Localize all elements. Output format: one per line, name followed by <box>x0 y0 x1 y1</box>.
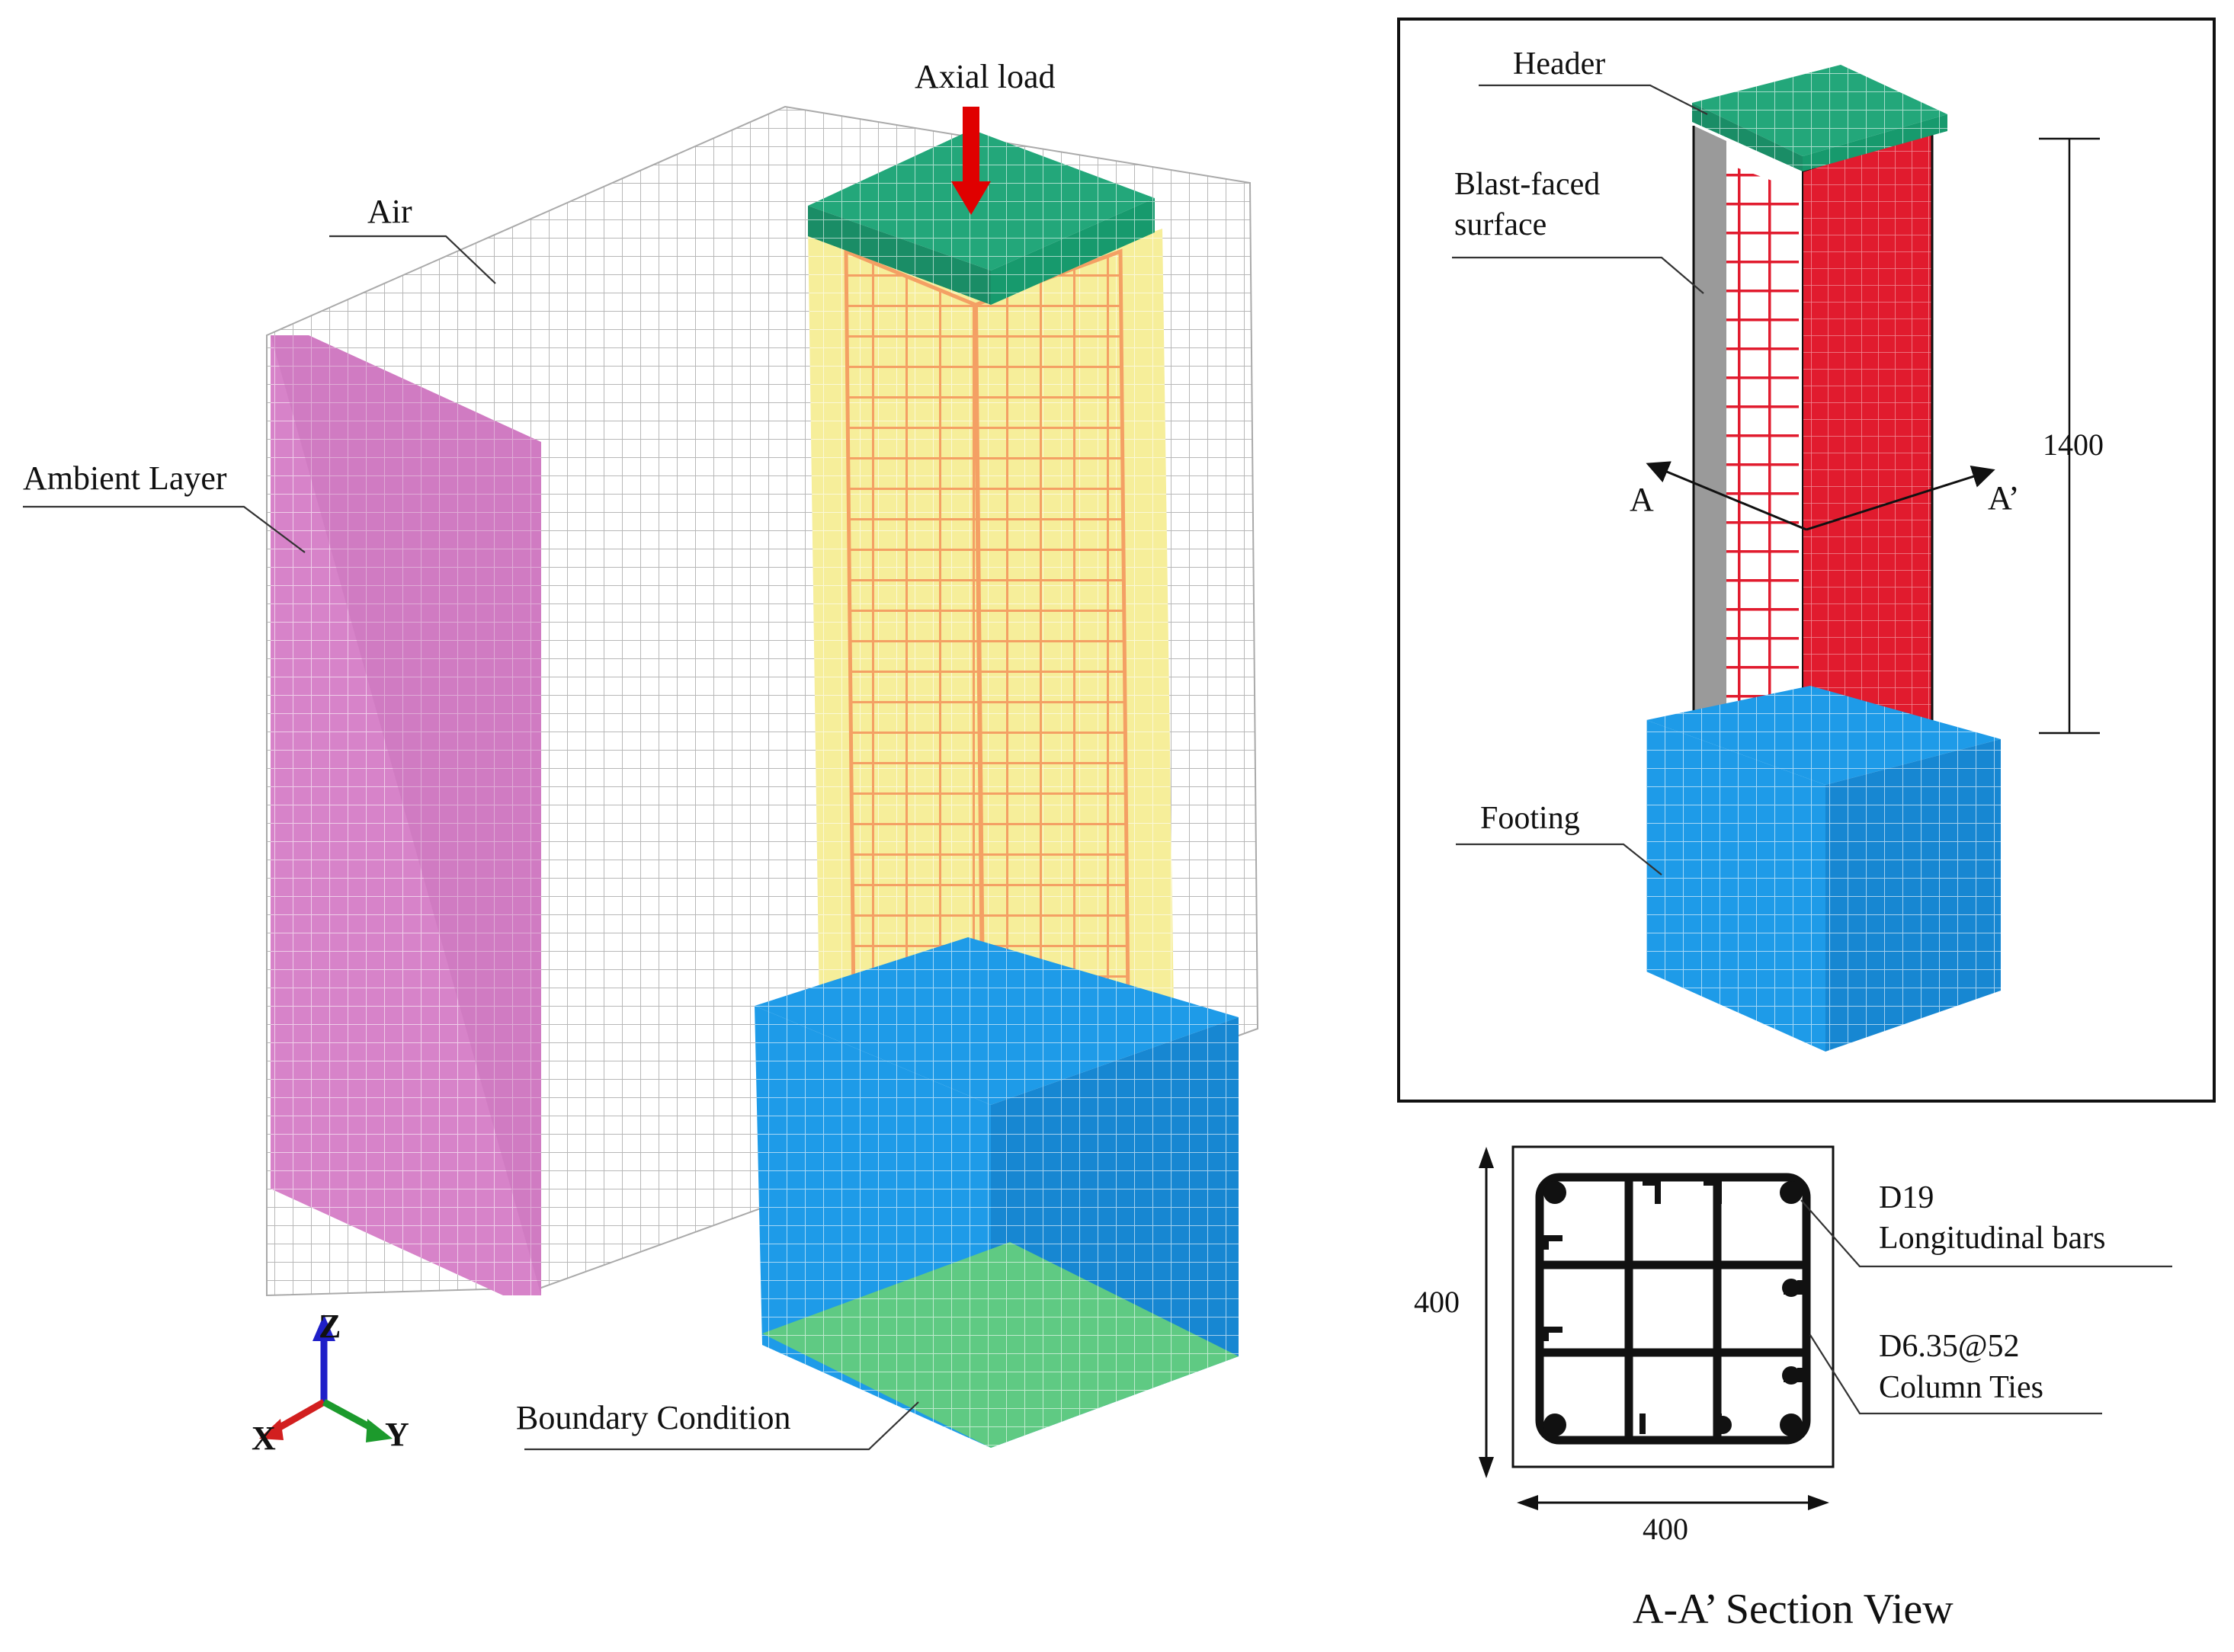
section-width-value: 400 <box>1643 1512 1688 1546</box>
blast-faced-surface <box>1694 126 1726 735</box>
header-label: Header <box>1513 46 1605 82</box>
inset-panel: 1400 A A’ Header Blast-faced surface Foo… <box>1397 18 2216 1103</box>
bar-desc-label: Longitudinal bars <box>1879 1221 2105 1256</box>
section-a-label: A <box>1630 481 1654 518</box>
blast-faced-leader <box>1452 256 1704 294</box>
section-view: 400 400 D19 Longitudinal bars D6.35@52 C… <box>1414 1145 2172 1633</box>
axis-z-label: Z <box>319 1308 341 1345</box>
inset-height-value: 1400 <box>2043 427 2104 462</box>
section-height-dimension: 400 <box>1414 1147 1494 1478</box>
axial-load-arrow <box>951 107 991 215</box>
axis-triad: Z X Y <box>252 1308 409 1457</box>
inset-footing <box>1646 686 2001 1052</box>
tie-spec-label: D6.35@52 <box>1879 1329 2020 1364</box>
header-leader <box>1479 84 1708 115</box>
section-cut-line: A A’ <box>1630 461 2020 531</box>
section-a-prime-label: A’ <box>1988 479 2020 517</box>
section-title: A-A’ Section View <box>1633 1586 1954 1633</box>
boundary-condition-label: Boundary Condition <box>516 1399 791 1436</box>
section-width-dimension: 400 <box>1517 1495 1829 1546</box>
footing-label: Footing <box>1480 801 1580 836</box>
axis-y-label: Y <box>385 1416 409 1453</box>
inset-header <box>1692 65 1947 171</box>
column-header <box>808 130 1155 305</box>
longitudinal-bars <box>1543 1181 1803 1436</box>
air-label: Air <box>367 193 412 230</box>
inset-column <box>1692 126 1934 771</box>
ambient-layer-label: Ambient Layer <box>23 459 227 497</box>
main-model: Axial load Air Ambient Layer Boundary Co… <box>23 58 1259 1457</box>
bar-size-label: D19 <box>1879 1180 1934 1215</box>
ambient-layer-leader <box>23 505 306 553</box>
air-leader <box>329 235 496 284</box>
section-height-value: 400 <box>1414 1285 1460 1319</box>
inset-height-dimension: 1400 <box>2039 137 2104 735</box>
blast-faced-label-1: Blast-faced <box>1454 167 1600 202</box>
ambient-layer <box>271 335 541 1295</box>
axial-load-label: Axial load <box>915 58 1056 95</box>
footing-leader <box>1456 843 1662 876</box>
bar-leader <box>1800 1199 2172 1268</box>
tie-leader <box>1809 1334 2102 1415</box>
blast-faced-label-2: surface <box>1454 207 1546 242</box>
boundary-condition-leader <box>524 1401 919 1451</box>
tie-desc-label: Column Ties <box>1879 1370 2043 1405</box>
axis-x-label: X <box>252 1420 276 1457</box>
boundary-condition-face <box>762 1242 1239 1448</box>
